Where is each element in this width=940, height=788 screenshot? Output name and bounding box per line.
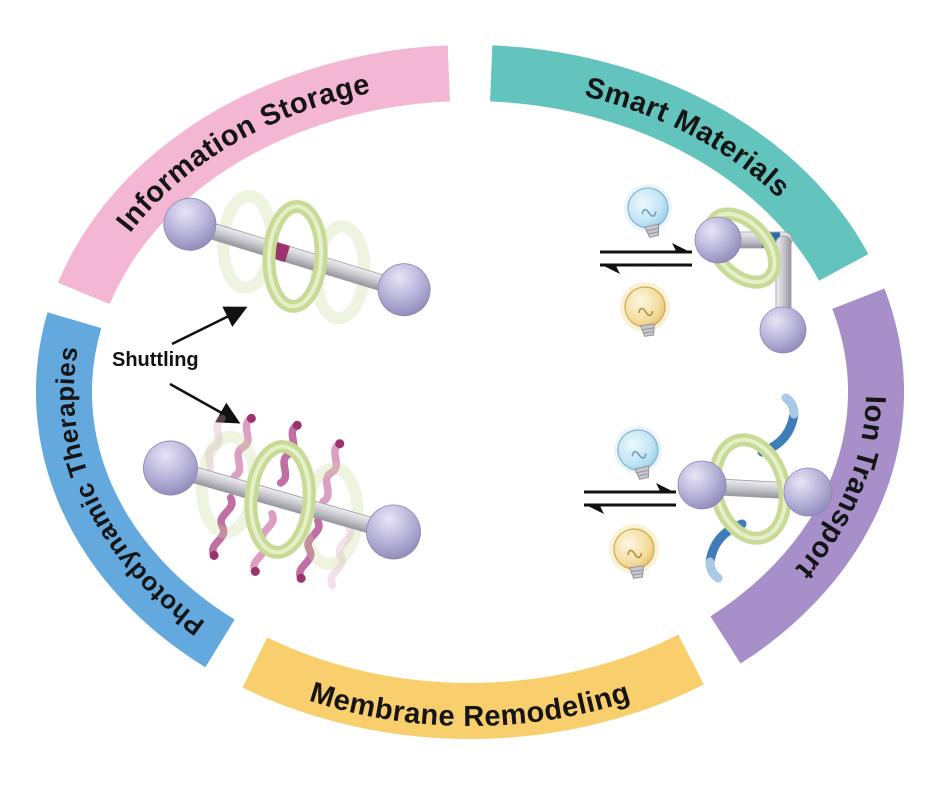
ring-segment-info	[58, 45, 450, 305]
equilibrium-arrows-icon	[600, 243, 692, 274]
ring-segment-photo	[36, 312, 235, 668]
lipid-tail	[231, 413, 256, 480]
ring-segment-ion	[710, 288, 905, 664]
light-bulb-blue-icon	[608, 420, 669, 485]
stopper-sphere	[759, 306, 807, 354]
macrocycle-ring	[244, 440, 316, 559]
hook-arm-bottom-tip	[705, 557, 723, 583]
ring-segment-membrane	[242, 634, 704, 739]
lipid-tail	[319, 439, 345, 506]
rotaxane-hooked-ring-illustration	[677, 393, 833, 583]
light-bulb-yellow-icon	[604, 519, 664, 582]
rotaxane-bent-state-illustration	[694, 207, 807, 354]
stopper-sphere	[377, 263, 431, 317]
lipid-tail	[209, 494, 236, 560]
light-bulb-blue-icon	[618, 178, 679, 243]
equilibrium-arrows-icon	[584, 483, 676, 514]
macrocycle-ring	[262, 199, 328, 313]
stopper-sphere	[163, 197, 217, 251]
lipid-tail-ghost	[201, 414, 226, 480]
ring-segment-smart	[490, 45, 869, 281]
rotaxane-amphiphile-illustration	[143, 413, 421, 589]
stopper-sphere	[143, 440, 198, 496]
shuttling-arrow-bottom-icon	[169, 382, 241, 424]
stopper-sphere	[366, 504, 421, 560]
rotaxane-shuttling-illustration	[163, 189, 431, 325]
lipid-tail	[296, 516, 323, 583]
shuttling-label: Shuttling	[112, 349, 199, 371]
stopper-sphere	[694, 216, 742, 264]
shuttling-arrow-top-icon	[171, 306, 248, 346]
stopper-sphere	[783, 467, 833, 517]
lipid-tail-ghost	[327, 523, 355, 589]
stopper-sphere	[677, 460, 727, 510]
hook-arm-top-tip	[781, 393, 799, 419]
light-bulb-yellow-icon	[615, 277, 675, 340]
